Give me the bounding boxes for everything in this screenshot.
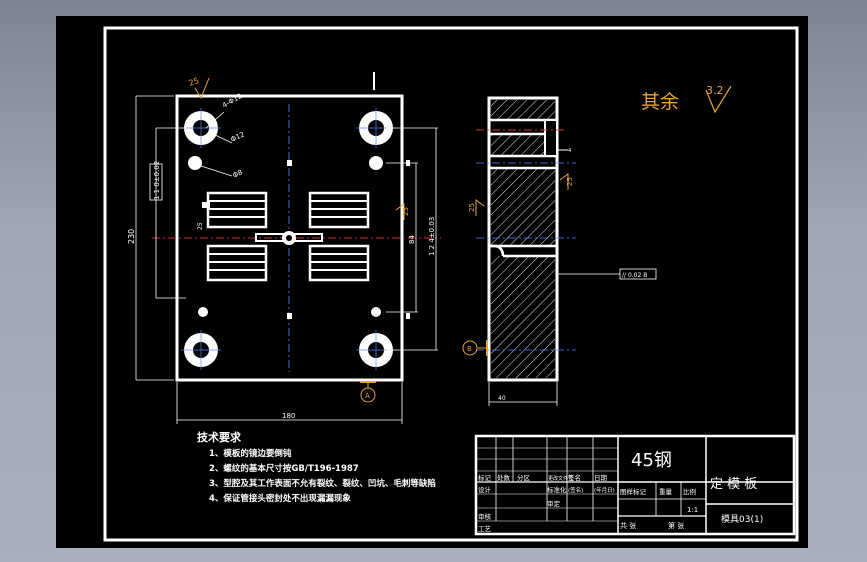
col-label-mark: 标记 [478,473,492,482]
dimension-inner-height: 1 1 0±0.02 [149,127,186,299]
datum-b-marker: B [462,340,488,356]
svg-text:84: 84 [408,235,416,244]
hatch-middle [491,168,555,246]
dimension-overall-width: 180 [176,382,403,424]
stage-mark-label: 图样标记 [620,487,647,496]
small-hole-right-top [369,156,383,170]
svg-text:25: 25 [468,203,476,212]
small-hole-right-bottom [371,307,381,317]
review-label: 审核 [478,512,492,521]
hatch-upper [491,134,545,156]
guide-hole-top-right [356,108,396,148]
cavity-top-left [202,191,268,229]
guide-hole-bottom-right [356,330,396,370]
guide-hole-top-left [181,108,221,148]
total-sheets-label: 共 张 [620,521,636,530]
svg-text:180: 180 [282,412,295,420]
process-label: 工艺 [478,525,492,533]
datum-a-marker: A [360,381,376,403]
drawing-number: 模具03(1) [721,514,763,525]
sheet-number-label: 第 张 [668,521,684,530]
scale-value: 1:1 [687,506,698,514]
cavity-top-right [308,191,370,229]
col-label-change: 更改文件号 [548,475,573,482]
guide-hole-bottom-left [181,330,221,370]
dimension-right-height: 1 2 4±0.03 [386,127,438,351]
roughness-note-value: 3.2 [706,84,724,97]
dimension-thickness: 40 [488,382,558,406]
part-name: 定 模 板 [710,477,757,492]
weight-label: 重量 [659,488,673,496]
scale-label: 比例 [683,487,696,496]
roughness-callout-side-2: 25 [468,199,485,216]
svg-text:25: 25 [188,76,201,88]
tech-req-item-3: 3、型腔及其工作表面不允有裂纹、裂纹、凹坑、毛刺等缺陷 [209,478,436,489]
svg-text:B: B [467,345,472,353]
dimension-right-small: 84 [386,162,418,313]
tech-req-item-4: 4、保证管接头密封处不出现漏漏现象 [209,493,351,504]
small-hole-left-top [188,156,202,170]
front-view: 25 4-Φ12 Φ12 Φ8 25 25 230 1 1 0±0.02 [127,72,441,424]
standardize-label: 标准化 [547,485,567,494]
technical-requirements: 技术要求 1、模板的镜边要倒钝 2、螺纹的基本尺寸按GB/T196-1987 3… [197,430,436,504]
cavity-label: 25 [197,222,204,230]
cavity-bottom-left [206,244,268,282]
material-label: 45钢 [631,450,672,471]
svg-text:4: 4 [568,148,571,154]
surface-roughness-note: 其余 3.2 [641,84,732,114]
cad-drawing: 25 4-Φ12 Φ12 Φ8 25 25 230 1 1 0±0.02 [103,26,799,542]
dimension-overall-height: 230 [127,95,174,381]
svg-text:230: 230 [127,229,136,244]
cavity-bottom-right [308,244,370,282]
design-label: 设计 [478,485,492,494]
drawing-sheet: 25 4-Φ12 Φ12 Φ8 25 25 230 1 1 0±0.02 [56,16,808,548]
date-label: (年月日) [594,486,615,494]
tech-req-item-2: 2、螺纹的基本尺寸按GB/T196-1987 [209,463,359,474]
hatch-bottom [491,256,555,378]
title-block-text: 45钢 定 模 板 模具03(1) 1:1 标记 处数 分区 更改文件号 签名 … [478,450,763,533]
hole-label-1: Φ12 [229,130,245,143]
roughness-callout-top: 25 [188,76,210,100]
approve-label: 审定 [547,499,561,508]
tech-req-title: 技术要求 [197,430,242,444]
svg-text:25: 25 [402,207,410,216]
svg-text:1 1 0±0.02: 1 1 0±0.02 [153,161,161,200]
hole-label-2: Φ8 [231,168,243,179]
roughness-symbol [705,85,732,114]
svg-text:25: 25 [566,177,574,186]
sprue-inner [286,235,292,241]
roughness-callout-side-1: 25 [559,173,574,190]
svg-text:40: 40 [498,395,506,402]
hatch-top [491,100,555,120]
tech-req-item-1: 1、模板的镜边要倒钝 [209,448,292,459]
col-label-date: 日期 [594,474,608,482]
svg-text:A: A [365,392,370,400]
title-block [474,434,796,536]
sign-label: (签名) [568,486,583,494]
svg-text:1 2 4±0.03: 1 2 4±0.03 [428,217,436,256]
roughness-note-label: 其余 [641,91,679,113]
inner-border [103,26,799,542]
plate-outline [175,94,404,382]
roughness-callout-cavity: 25 [395,203,410,220]
col-label-count: 处数 [497,473,511,482]
small-hole-left-bottom [198,307,208,317]
col-label-zone: 分区 [517,473,531,482]
col-label-sign: 签名 [568,473,581,482]
tolerance-frame: // 0.02 B [557,268,657,280]
svg-text:// 0.02 B: // 0.02 B [622,272,647,279]
side-section-view: 25 25 4 // 0.02 B B 40 [462,96,657,406]
section-outline [487,96,559,382]
